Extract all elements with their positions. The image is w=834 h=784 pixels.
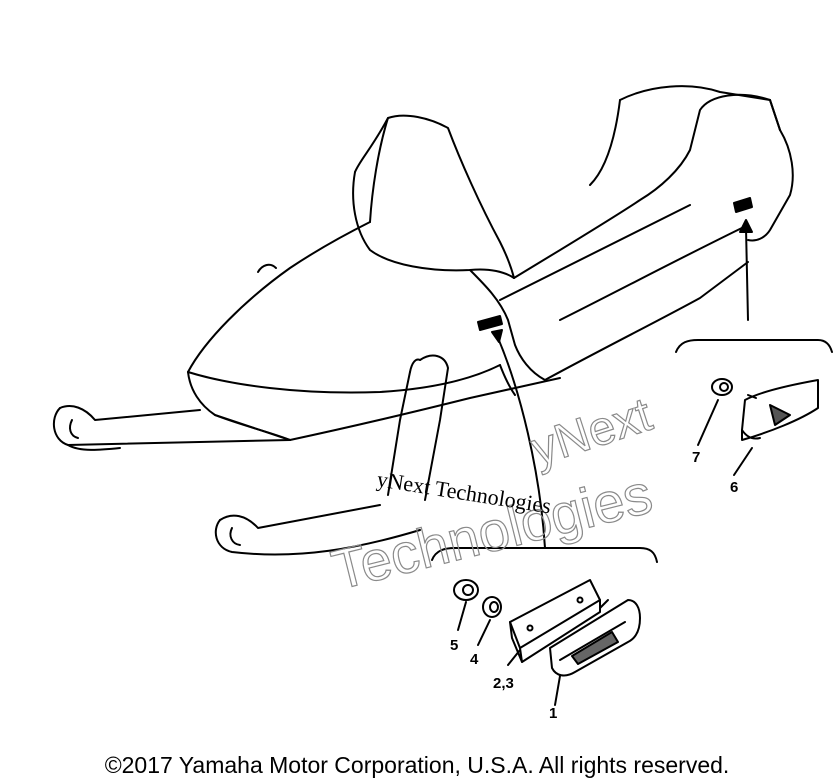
windshield <box>369 114 515 279</box>
seat <box>513 93 781 279</box>
arrow-head-rear <box>739 219 753 233</box>
ski-left <box>52 405 291 451</box>
callout-7: 7 <box>692 449 700 466</box>
callout-4: 4 <box>470 651 479 668</box>
callout-1: 1 <box>549 705 557 722</box>
callout-6: 6 <box>730 479 738 496</box>
bracket-front <box>431 547 658 563</box>
part-2-3-plate <box>509 579 601 663</box>
part-1-reflector <box>549 599 641 677</box>
part-7-nut <box>711 378 733 396</box>
arrow-head-front <box>491 329 503 343</box>
snowmobile-body <box>187 85 794 441</box>
callout-2-3: 2,3 <box>493 675 514 692</box>
ski-right <box>214 354 449 556</box>
callout-5: 5 <box>450 637 458 654</box>
part-5-nut <box>453 579 479 601</box>
leader-lines <box>497 227 749 549</box>
part-4-washer <box>482 596 502 618</box>
copyright-notice: ©2017 Yamaha Motor Corporation, U.S.A. A… <box>104 752 730 778</box>
bracket-rear <box>675 339 833 353</box>
rear-reflector-mark <box>733 197 753 213</box>
front-reflector-mark <box>477 315 503 331</box>
part-6-reflector <box>741 379 819 441</box>
watermark-outline-line2: Technologies <box>326 461 658 601</box>
